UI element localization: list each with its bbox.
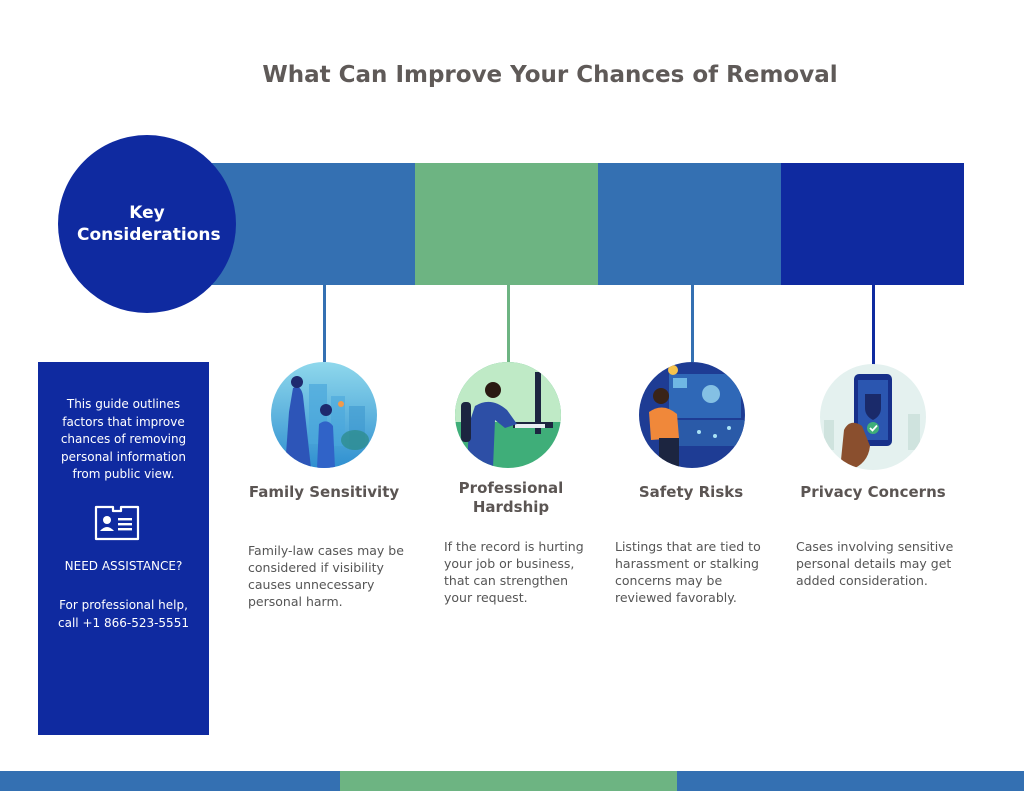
header-band-safety bbox=[598, 163, 781, 285]
item-title-professional: Professional Hardship bbox=[458, 479, 564, 516]
item-desc-safety: Listings that are tied to harassment or … bbox=[615, 539, 761, 605]
key-line-1: Key bbox=[129, 203, 165, 223]
page-title: What Can Improve Your Chances of Removal bbox=[262, 62, 838, 88]
need-assistance-label: NEED ASSISTANCE? bbox=[64, 559, 183, 573]
item-title-family: Family Sensitivity bbox=[248, 483, 400, 501]
key-line-2: Considerations bbox=[77, 225, 221, 245]
item-title-privacy: Privacy Concerns bbox=[800, 483, 946, 501]
key-considerations-circle: Key Considerations bbox=[58, 135, 236, 313]
footer-bar-left bbox=[0, 771, 340, 791]
security-monitor-icon bbox=[639, 362, 745, 468]
item-desc-family: Family-law cases may be considered if vi… bbox=[248, 543, 404, 609]
info-sidebar: This guide outlines factors that improve… bbox=[38, 362, 209, 735]
footer-bar-middle bbox=[340, 771, 677, 791]
connector-safety bbox=[691, 285, 694, 362]
phone-shield-icon bbox=[820, 364, 926, 470]
key-considerations-label: Key Considerations bbox=[77, 202, 221, 246]
footer-bar-right bbox=[677, 771, 1024, 791]
header-band-professional bbox=[415, 163, 598, 285]
family-illustration-icon bbox=[271, 362, 377, 468]
sidebar-help-text: For professional help, call +1 866-523-5… bbox=[58, 598, 189, 630]
connector-privacy bbox=[872, 285, 875, 365]
id-card-icon bbox=[93, 504, 141, 542]
connector-family bbox=[323, 285, 326, 362]
worker-at-desk-icon bbox=[455, 362, 561, 468]
connector-professional bbox=[507, 285, 510, 362]
item-desc-privacy: Cases involving sensitive personal detai… bbox=[796, 539, 954, 588]
header-band-privacy bbox=[781, 163, 964, 285]
item-desc-professional: If the record is hurting your job or bus… bbox=[444, 539, 584, 605]
sidebar-intro-text: This guide outlines factors that improve… bbox=[60, 397, 187, 481]
item-title-safety: Safety Risks bbox=[638, 483, 744, 501]
